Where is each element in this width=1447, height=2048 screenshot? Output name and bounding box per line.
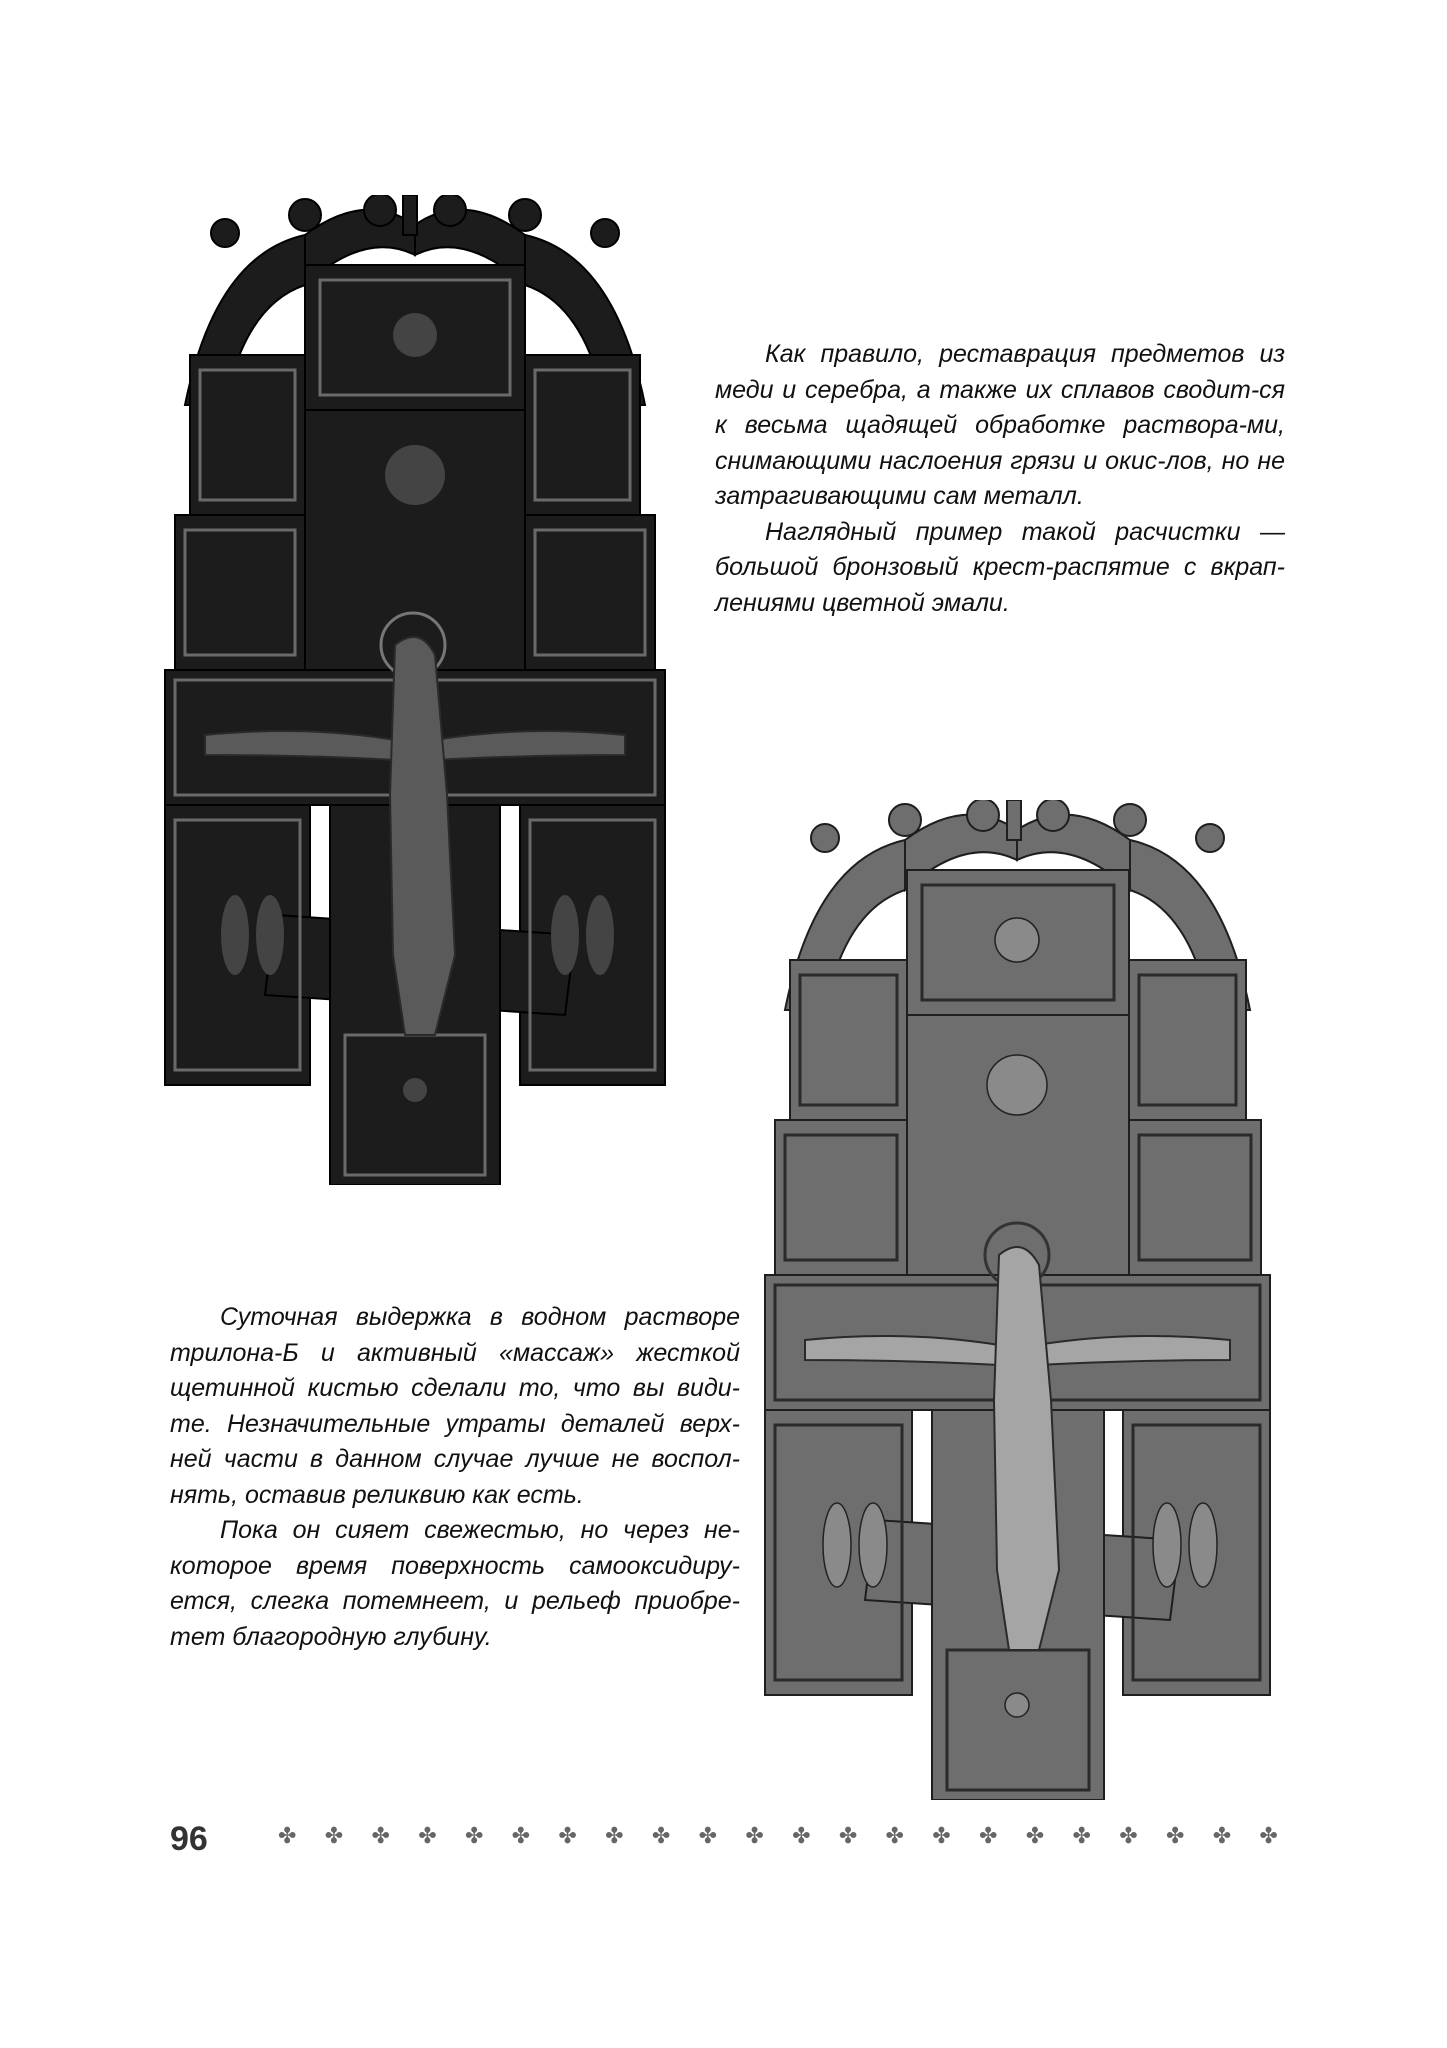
- ornament-icon: ✤: [1259, 1824, 1278, 1849]
- ornament-icon: ✤: [838, 1824, 858, 1849]
- ornament-icon: ✤: [698, 1824, 718, 1849]
- ornament-icon: ✤: [979, 1824, 998, 1849]
- paragraph: Пока он сияет свежестью, но через не-кот…: [170, 1516, 740, 1651]
- ornament-icon: ✤: [885, 1824, 904, 1849]
- ornament-icon: ✤: [932, 1824, 951, 1849]
- ornament-icon: ✤: [1119, 1824, 1138, 1849]
- cross-photo-after: [755, 800, 1280, 1800]
- ornament-icon: ✤: [1165, 1824, 1185, 1849]
- ornament-row: ✤ ✤ ✤ ✤ ✤ ✤ ✤ ✤ ✤ ✤ ✤ ✤ ✤ ✤ ✤ ✤ ✤ ✤ ✤ ✤ ✤ ✤: [278, 1824, 1278, 1849]
- cross-illustration-dark: [164, 195, 666, 1185]
- ornament-icon: ✤: [558, 1824, 577, 1849]
- ornament-icon: ✤: [651, 1824, 671, 1849]
- result-text: Суточная выдержка в водном растворе трил…: [170, 1300, 740, 1655]
- intro-text: Как правило, реставрация предметов из ме…: [715, 337, 1285, 621]
- ornament-icon: ✤: [418, 1824, 437, 1849]
- paragraph: Как правило, реставрация предметов из ме…: [715, 340, 1285, 510]
- ornament-icon: ✤: [1025, 1824, 1045, 1849]
- ornament-icon: ✤: [371, 1824, 390, 1849]
- cross-photo-before: [155, 195, 675, 1185]
- ornament-icon: ✤: [1072, 1824, 1091, 1849]
- ornament-icon: ✤: [278, 1824, 297, 1849]
- paragraph: Суточная выдержка в водном растворе трил…: [170, 1303, 740, 1509]
- ornament-icon: ✤: [605, 1824, 624, 1849]
- cross-illustration-light: [764, 800, 1271, 1800]
- ornament-icon: ✤: [324, 1824, 344, 1849]
- ornament-icon: ✤: [464, 1824, 484, 1849]
- ornament-icon: ✤: [1212, 1824, 1232, 1849]
- page-number: 96: [170, 1820, 208, 1858]
- ornament-icon: ✤: [792, 1824, 811, 1849]
- page-footer: 96 ✤ ✤ ✤ ✤ ✤ ✤ ✤ ✤ ✤ ✤ ✤ ✤ ✤ ✤ ✤ ✤ ✤ ✤ ✤ ✤ ✤ ✤: [170, 1820, 1280, 1880]
- ornament-icon: ✤: [745, 1824, 764, 1849]
- paragraph: Наглядный пример такой расчистки — больш…: [715, 517, 1285, 617]
- ornament-icon: ✤: [511, 1824, 531, 1849]
